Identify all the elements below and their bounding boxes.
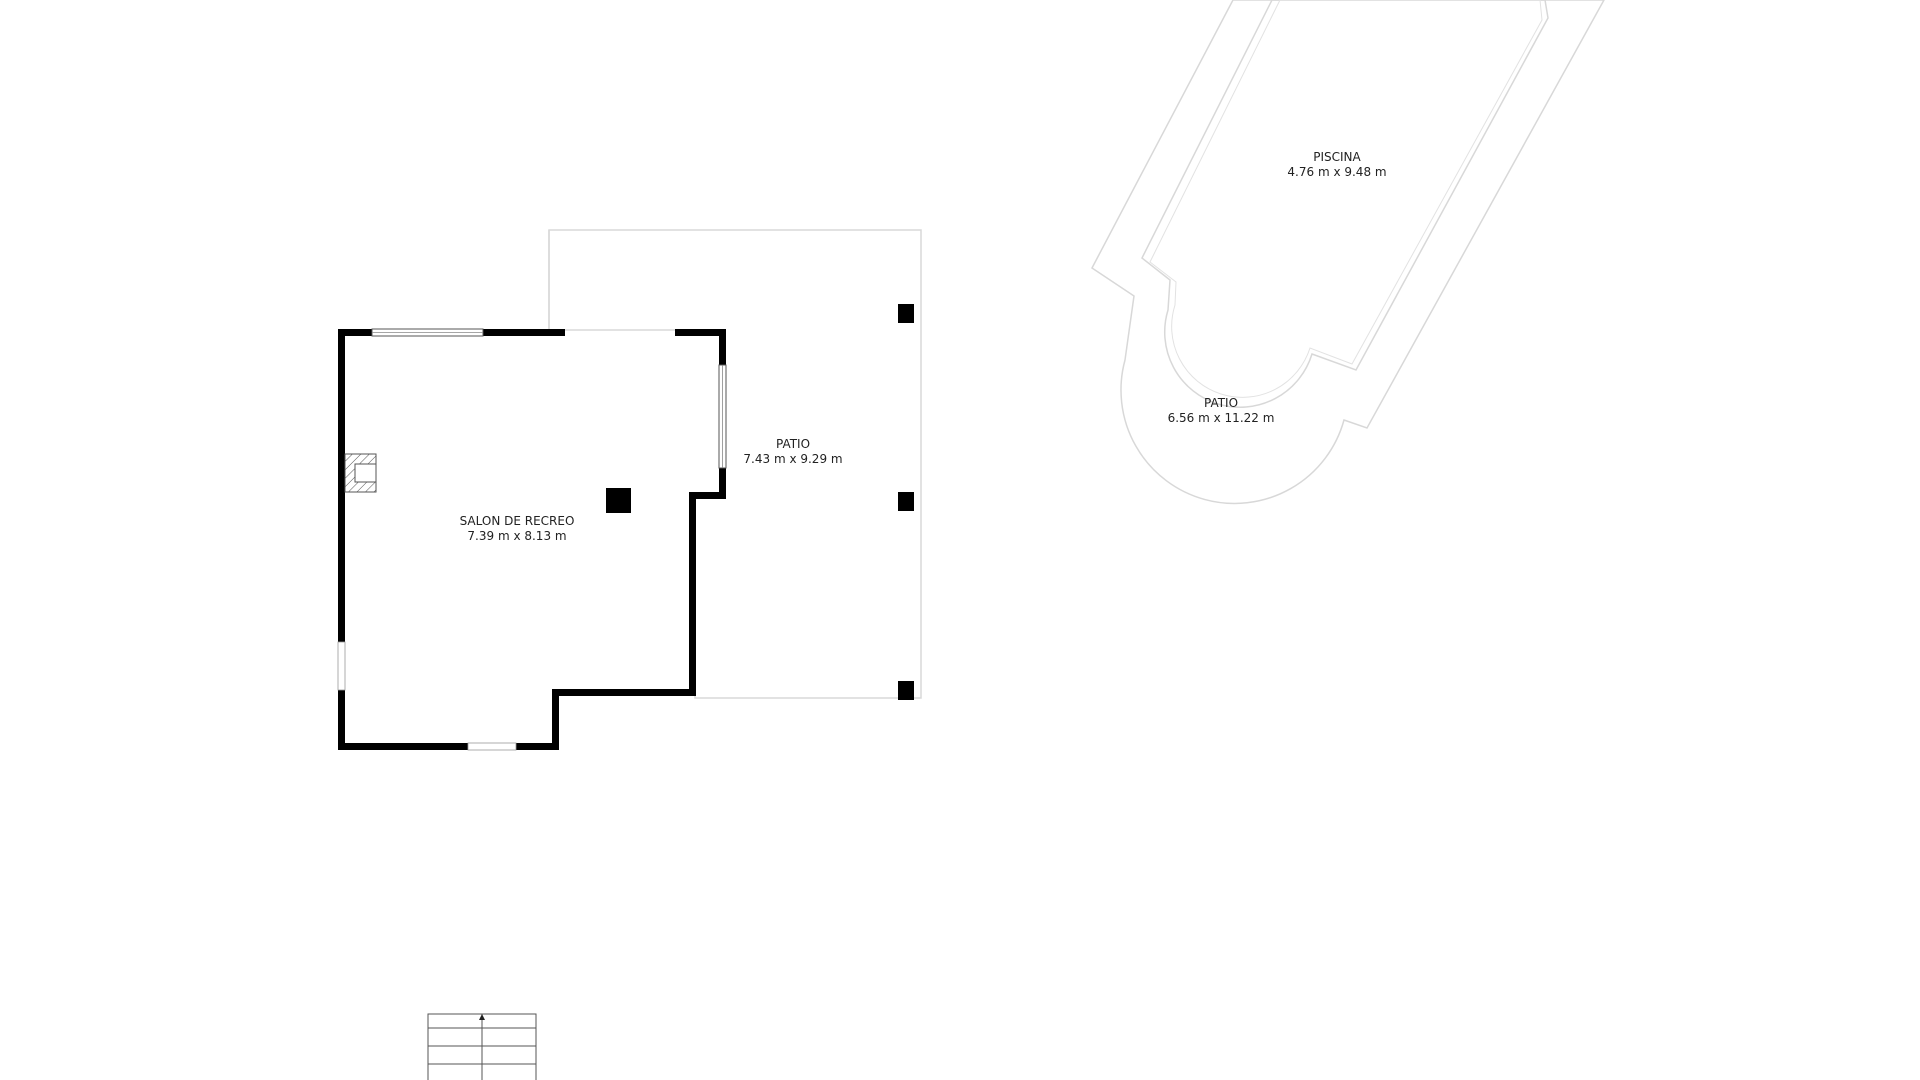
pool-coping-outline [1141, 0, 1549, 408]
door-bottom [467, 742, 517, 751]
column-2 [898, 492, 914, 511]
patio-pool-dims: 6.56 m x 11.22 m [1168, 411, 1275, 425]
salon-walls [338, 329, 726, 750]
salon-name: SALON DE RECREO [460, 514, 575, 528]
patio-outline [548, 229, 922, 699]
fireplace [344, 453, 377, 493]
north-arrow-icon [479, 1014, 485, 1020]
pool-water-edge [1149, 0, 1543, 398]
column-1 [898, 304, 914, 323]
patio-pool-name: PATIO [1204, 396, 1238, 410]
patio-main-name: PATIO [776, 437, 810, 451]
compass-legend [427, 1013, 537, 1080]
patio-main-dims: 7.43 m x 9.29 m [743, 452, 842, 466]
column-3 [898, 681, 914, 700]
pool-deck-outline [1091, 0, 1605, 505]
salon-dims: 7.39 m x 8.13 m [467, 529, 566, 543]
piscina-name: PISCINA [1313, 150, 1361, 164]
window-top [371, 328, 484, 337]
piscina-dims: 4.76 m x 9.48 m [1287, 165, 1386, 179]
window-right [718, 364, 727, 469]
interior-column [606, 488, 631, 513]
door-left [337, 641, 346, 691]
pool-area [1091, 0, 1605, 505]
